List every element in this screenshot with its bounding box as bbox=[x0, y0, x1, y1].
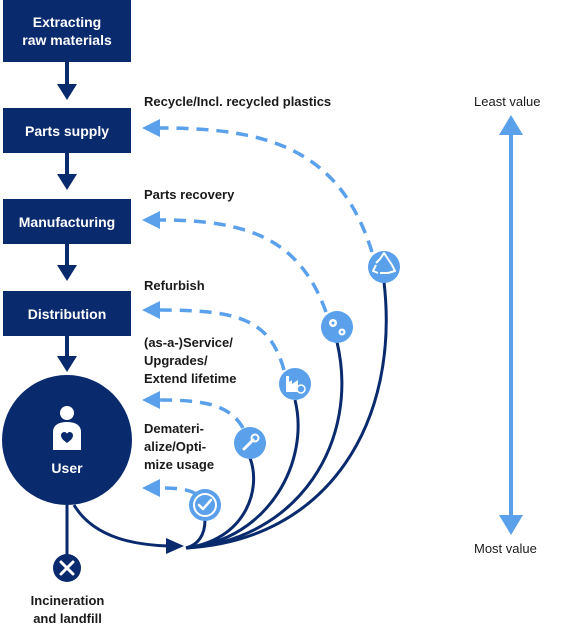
label-parts-recovery: Parts recovery bbox=[144, 187, 235, 202]
stage-distribution: Distribution bbox=[3, 291, 131, 336]
label-recycle: Recycle/Incl. recycled plastics bbox=[144, 94, 332, 109]
least-value-label: Least value bbox=[474, 94, 541, 109]
x-icon bbox=[59, 560, 75, 576]
return-curves bbox=[185, 281, 388, 550]
user-to-loop-curve bbox=[72, 504, 169, 548]
label-dematerialize: Demateri- alize/Opti- mize usage bbox=[144, 421, 215, 472]
incineration-label: Incineration and landfill bbox=[30, 593, 105, 626]
most-value-label: Most value bbox=[474, 541, 537, 556]
flow-arrow-3 bbox=[57, 244, 77, 281]
stage-extracting: Extracting raw materials bbox=[3, 0, 131, 62]
stage-parts-supply: Parts supply bbox=[3, 108, 131, 153]
stage-manufacturing: Manufacturing bbox=[3, 199, 131, 244]
gears-icon bbox=[329, 319, 346, 336]
label-refurbish: Refurbish bbox=[144, 278, 205, 293]
gears-icon-circle bbox=[321, 311, 353, 343]
feedback-arrowheads bbox=[142, 119, 160, 497]
person-heart-icon bbox=[53, 406, 81, 450]
loop-arrowhead bbox=[166, 538, 184, 554]
wrench-icon bbox=[242, 433, 260, 451]
flow-arrow-1 bbox=[57, 62, 77, 100]
recycle-icon-circle bbox=[368, 251, 400, 283]
factory-icon bbox=[286, 376, 306, 394]
value-scale-arrow bbox=[499, 115, 523, 535]
recycle-icon bbox=[372, 252, 396, 274]
user-label: User bbox=[51, 460, 83, 476]
label-service: (as-a-)Service/ Upgrades/ Extend lifetim… bbox=[144, 335, 237, 386]
flow-arrow-4 bbox=[57, 336, 77, 372]
flow-arrow-2 bbox=[57, 153, 77, 190]
check-icon bbox=[193, 493, 217, 517]
